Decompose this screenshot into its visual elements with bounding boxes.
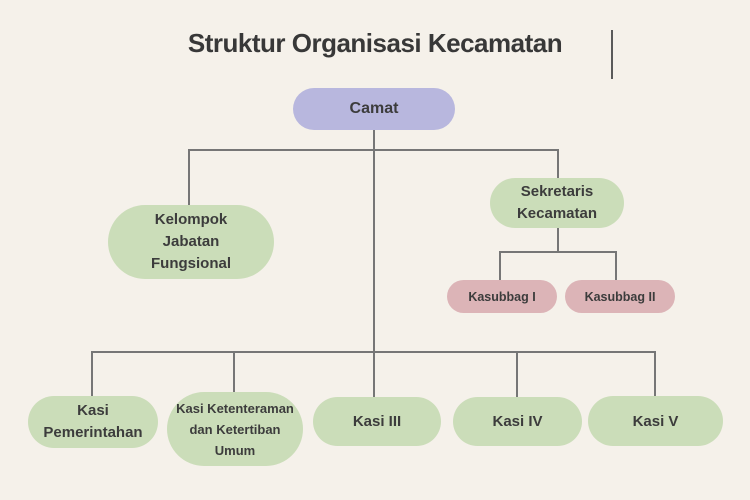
org-node-sekretaris-kecamatan: Sekretaris Kecamatan [490,178,624,228]
connector-drop-kasubbag-2 [615,252,617,281]
org-node-kasi-pemerintahan: Kasi Pemerintahan [28,396,158,448]
org-node-kasubbag-2: Kasubbag II [565,280,675,313]
connector-camat-center-stem [373,130,375,398]
connector-drop-kasubbag-1 [499,252,501,281]
org-node-camat-label: Camat [349,100,399,117]
connector-drop-kelompok [188,150,190,206]
org-node-kelompok-jabatan-fungsional: Kelompok Jabatan Fungsional [108,205,274,279]
org-node-kasi-5: Kasi V [588,396,723,446]
connector-drop-kasi-pemerintahan [91,352,93,397]
org-node-kasubbag-1-label: Kasubbag I [468,289,536,304]
org-node-kasi-3: Kasi III [313,397,441,446]
org-node-kasi-4: Kasi IV [453,397,582,446]
org-node-kasubbag-2-label: Kasubbag II [584,289,656,304]
org-node-sekretaris-label: Sekretaris Kecamatan [516,183,598,222]
org-node-kasi-5-label: Kasi V [632,412,679,430]
connector-top-crossbar [188,149,559,151]
page-title: Struktur Organisasi Kecamatan [187,28,563,58]
connector-drop-kasi-4 [516,352,518,398]
connector-drop-sekretaris [557,150,559,180]
org-node-kasi-3-label: Kasi III [352,413,402,430]
connector-sekretaris-crossbar [499,251,617,253]
decorative-vertical-line [611,30,613,79]
connector-drop-kasi-ketenteraman [233,352,235,393]
org-node-kasi-ketenteraman-label: Kasi Ketenteraman dan Ketertiban Umum [176,400,294,458]
org-node-kasubbag-1: Kasubbag I [447,280,557,313]
org-node-camat: Camat [293,88,455,130]
connector-drop-kasi-5 [654,352,656,397]
org-node-kasi-ketenteraman: Kasi Ketenteraman dan Ketertiban Umum [167,392,303,466]
connector-bottom-crossbar [91,351,656,353]
org-node-kasi-4-label: Kasi IV [492,413,543,430]
connector-sekretaris-stem [557,227,559,253]
org-node-kelompok-label: Kelompok Jabatan Fungsional [151,211,231,272]
org-node-kasi-pemerintahan-label: Kasi Pemerintahan [43,402,143,441]
